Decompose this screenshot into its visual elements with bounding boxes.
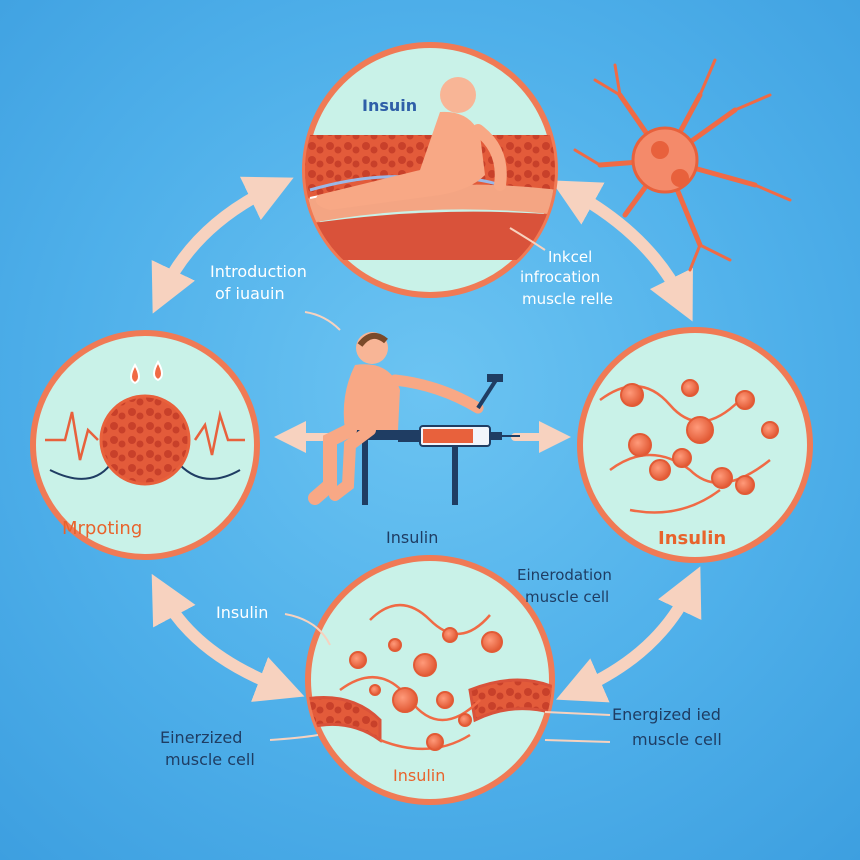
syringe-icon [398, 374, 520, 447]
arrow-bottom-left [151, 573, 305, 702]
bottom-circle [305, 555, 555, 805]
arrow-top-right [550, 180, 693, 322]
far-right-label-line2: muscle cell [632, 730, 722, 749]
intro-label-line1: Introduction [210, 262, 307, 281]
right-label-line3: muscle relle [522, 290, 613, 308]
leader-lines [269, 227, 611, 743]
top-circle [302, 42, 558, 298]
top-circle-label: Insuin [362, 96, 418, 115]
center-insulin-label: Insulin [386, 528, 439, 547]
bottom-left-label-line1: Einerzized [160, 728, 243, 747]
neuron-cell [573, 58, 792, 272]
right-label-line2: infrocation [520, 268, 601, 286]
bottom-circle-label: Insulin [393, 766, 446, 785]
left-circle-label: Mrpoting [62, 518, 143, 539]
bottom-right-label-line2: muscle cell [525, 588, 610, 606]
bottom-right-label-line1: Einerodation [517, 566, 612, 584]
right-circle [577, 327, 813, 563]
center-figure [308, 332, 520, 505]
far-right-label-line1: Energized ied [612, 705, 721, 724]
arrow-top-left [151, 176, 294, 314]
bottom-left-label-line2: muscle cell [165, 750, 255, 769]
arrow-bottom-right [556, 566, 702, 703]
cycle-arrows [151, 176, 702, 703]
right-label-line1: Inkcel [548, 248, 593, 266]
left-circle [30, 330, 260, 560]
bottom-left-insulin-label: Insulin [216, 603, 269, 622]
intro-label-line2: of iuauin [215, 284, 285, 303]
reclining-figure [315, 77, 507, 210]
right-circle-label: Insulin [658, 528, 727, 549]
